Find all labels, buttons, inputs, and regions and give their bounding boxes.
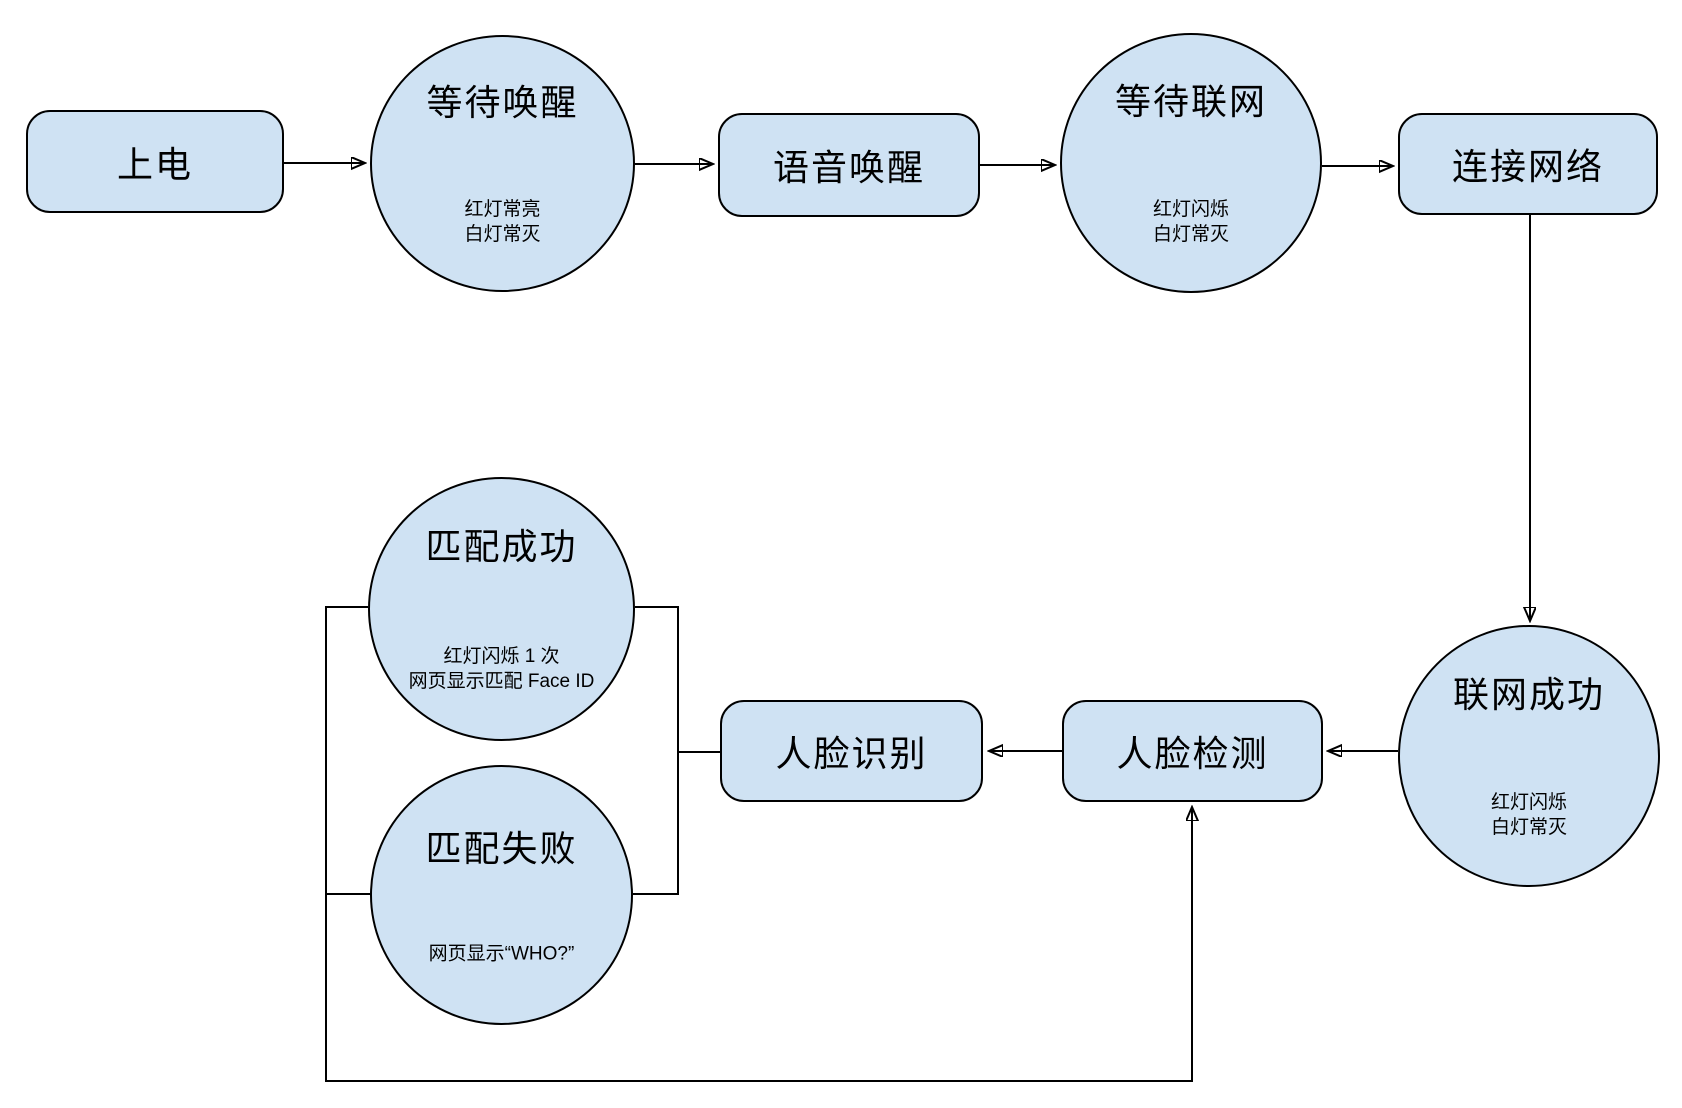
edge-loop-to-facedetect bbox=[325, 606, 1192, 1082]
edge-right-bus bbox=[633, 606, 679, 895]
note-line: 白灯常灭 bbox=[1490, 817, 1568, 839]
node-connect-network: 连接网络 bbox=[1398, 113, 1658, 215]
node-match-success-notes: 红灯闪烁 1 次 网页显示匹配 Face ID bbox=[409, 644, 595, 694]
note-line: 白灯常灭 bbox=[1152, 223, 1230, 245]
node-match-fail-label: 匹配失败 bbox=[425, 828, 578, 870]
node-voice-wake-label: 语音唤醒 bbox=[772, 147, 925, 188]
note-line: 红灯闪烁 bbox=[1152, 198, 1230, 220]
note-line: 网页显示“WHO?” bbox=[428, 943, 575, 965]
node-wait-network: 等待联网 红灯闪烁 白灯常灭 bbox=[1060, 33, 1322, 293]
node-match-fail-notes: 网页显示“WHO?” bbox=[429, 941, 575, 966]
node-match-success-label: 匹配成功 bbox=[425, 526, 578, 567]
note-line: 网页显示匹配 Face ID bbox=[408, 670, 595, 692]
node-face-recognize-label: 人脸识别 bbox=[775, 733, 928, 774]
node-face-detect: 人脸检测 bbox=[1062, 700, 1323, 802]
node-network-success-label: 联网成功 bbox=[1452, 673, 1606, 715]
node-connect-network-label: 连接网络 bbox=[1451, 146, 1604, 187]
note-line: 红灯常亮 bbox=[464, 198, 541, 220]
node-wait-network-notes: 红灯闪烁 白灯常灭 bbox=[1153, 197, 1229, 247]
node-wait-wake: 等待唤醒 红灯常亮 白灯常灭 bbox=[370, 35, 635, 292]
node-face-detect-label: 人脸检测 bbox=[1116, 733, 1269, 774]
node-network-success: 联网成功 红灯闪烁 白灯常灭 bbox=[1398, 625, 1660, 887]
node-power-on: 上电 bbox=[26, 110, 284, 213]
node-voice-wake: 语音唤醒 bbox=[718, 113, 980, 217]
node-network-success-notes: 红灯闪烁 白灯常灭 bbox=[1491, 790, 1567, 840]
node-power-on-label: 上电 bbox=[116, 143, 193, 185]
note-line: 红灯闪烁 bbox=[1490, 792, 1568, 814]
node-wait-wake-notes: 红灯常亮 白灯常灭 bbox=[464, 197, 540, 247]
node-face-recognize: 人脸识别 bbox=[720, 700, 983, 802]
node-match-fail: 匹配失败 网页显示“WHO?” bbox=[370, 765, 633, 1025]
node-wait-wake-label: 等待唤醒 bbox=[426, 82, 579, 124]
note-line: 红灯闪烁 1 次 bbox=[443, 645, 560, 667]
node-match-success: 匹配成功 红灯闪烁 1 次 网页显示匹配 Face ID bbox=[368, 477, 635, 741]
note-line: 白灯常灭 bbox=[464, 223, 541, 245]
node-wait-network-label: 等待联网 bbox=[1114, 81, 1268, 122]
